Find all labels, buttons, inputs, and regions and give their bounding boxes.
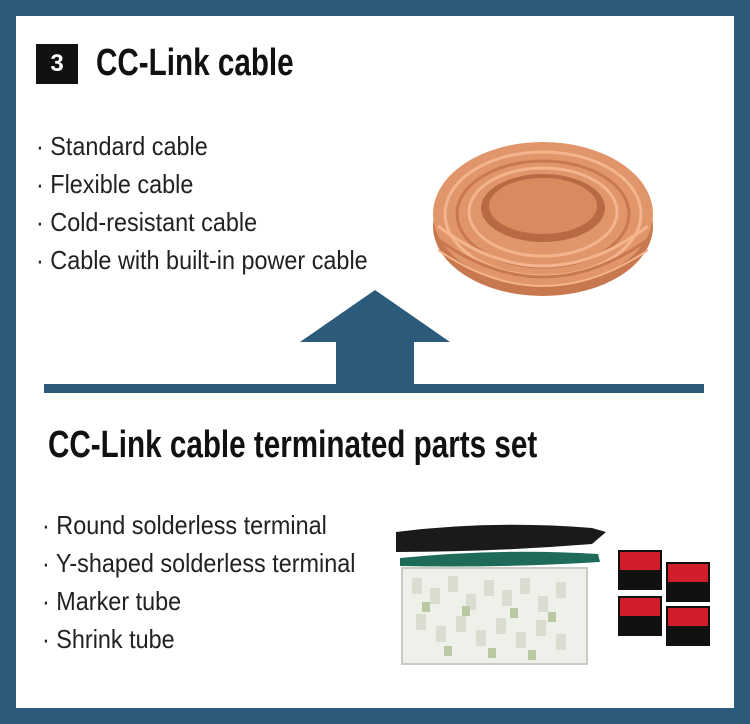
list-item: Round solderless terminal [42,506,355,544]
parts-set-title: CC-Link cable terminated parts set [48,424,538,466]
list-item: Cable with built-in power cable [36,241,368,279]
cable-coil-image [433,142,653,296]
list-item: Flexible cable [36,165,368,203]
list-item: Marker tube [42,582,355,620]
section-number-badge: 3 [36,44,78,84]
list-item: Cold-resistant cable [36,203,368,241]
section-divider [44,384,704,393]
cable-types-list: Standard cable Flexible cable Cold-resis… [36,127,368,279]
list-item: Y-shaped solderless terminal [42,544,356,582]
section-title: CC-Link cable [96,42,294,84]
content-panel: 3 CC-Link cable Standard cable Flexible … [16,16,734,708]
terminated-parts-image [396,524,710,665]
up-arrow-icon [300,290,450,386]
list-item: Standard cable [36,127,368,165]
list-item: Shrink tube [42,620,355,658]
parts-list: Round solderless terminal Y-shaped solde… [42,506,356,658]
